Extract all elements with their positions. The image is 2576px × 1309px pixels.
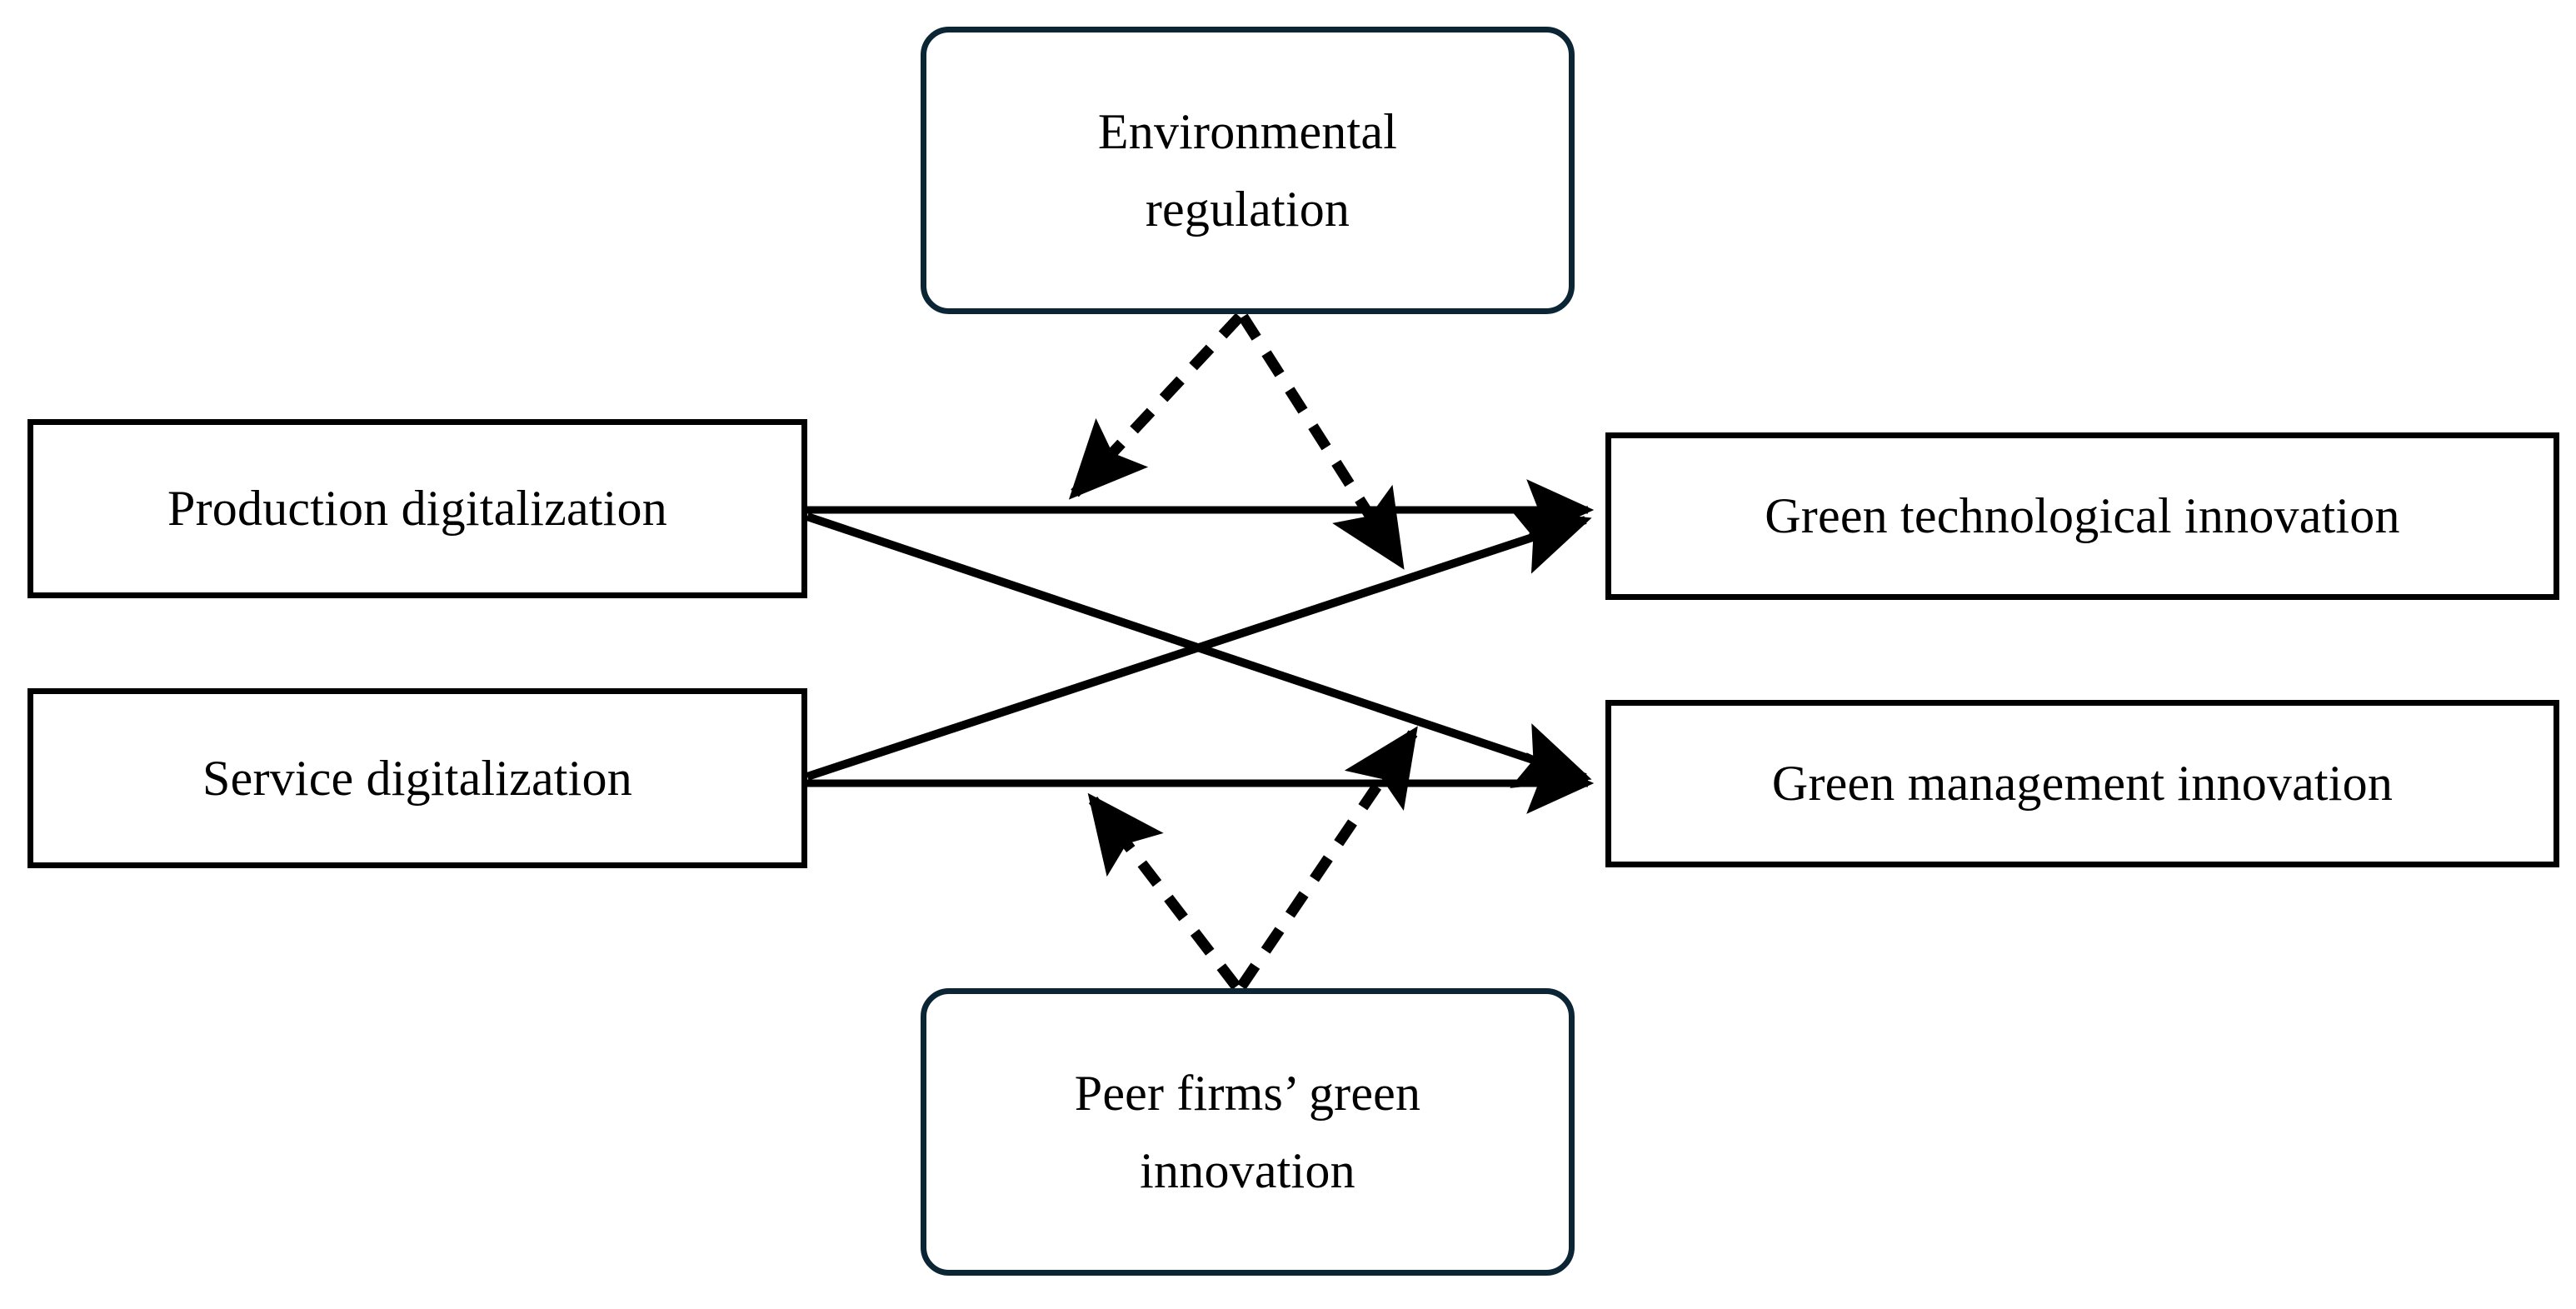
node-green-technological-innovation[interactable]: Green technological innovation — [1605, 432, 2559, 600]
dashed-moderator-arrows — [1068, 312, 1418, 990]
node-peer-firms-green-innovation[interactable]: Peer firms’ green innovation — [921, 988, 1575, 1276]
node-label-production-digitalization: Production digitalization — [167, 481, 667, 536]
edge-peer-firms-to-right-path — [1236, 726, 1418, 990]
edge-service-to-green-technological — [806, 508, 1592, 781]
solid-effect-arrows — [806, 479, 1595, 814]
node-label-green-technological-innovation: Green technological innovation — [1765, 488, 2400, 543]
node-service-digitalization[interactable]: Service digitalization — [27, 688, 807, 868]
node-label-green-management-innovation: Green management innovation — [1771, 756, 2394, 811]
node-label-service-digitalization: Service digitalization — [202, 750, 632, 806]
edge-peer-firms-to-left-path — [1087, 792, 1241, 990]
node-environmental-regulation[interactable]: Environmental regulation — [921, 27, 1575, 314]
node-production-digitalization[interactable]: Production digitalization — [27, 419, 807, 598]
node-label-peer-firms-green-innovation: Peer firms’ green innovation — [1074, 1065, 1421, 1198]
node-green-management-innovation[interactable]: Green management innovation — [1605, 700, 2559, 867]
edge-environmental-regulation-to-left-path — [1068, 312, 1244, 500]
edge-environmental-regulation-to-right-path — [1238, 313, 1405, 570]
node-label-environmental-regulation: Environmental regulation — [1097, 103, 1398, 237]
